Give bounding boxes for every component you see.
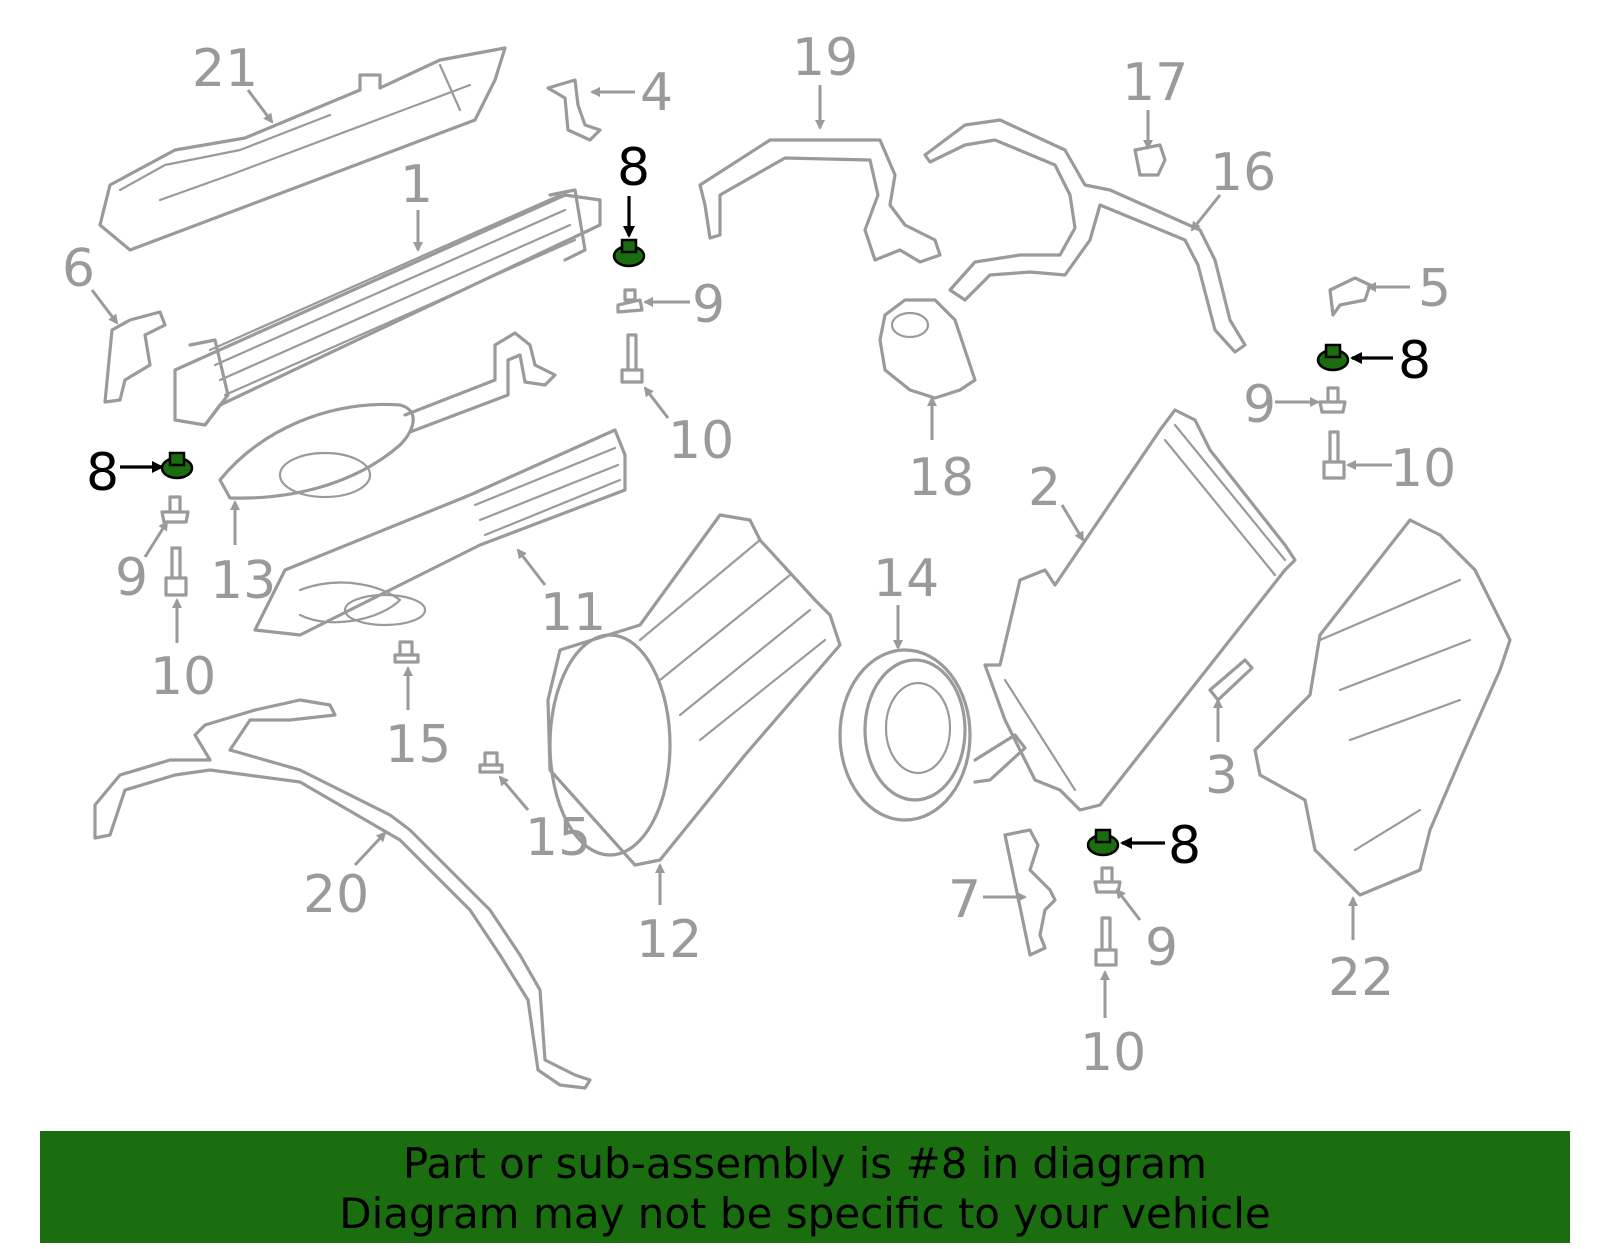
callout-8-right: 8 — [1398, 331, 1431, 391]
banner-line-2: Diagram may not be specific to your vehi… — [339, 1189, 1271, 1238]
part-11-lower-shroud — [253, 428, 627, 637]
callout-7: 7 — [948, 870, 981, 930]
callout-10-a: 10 — [668, 411, 734, 471]
part-17-clip — [1133, 143, 1167, 177]
callout-20: 20 — [303, 865, 369, 925]
part-7-bracket — [1003, 828, 1057, 957]
callout-8-bottom: 8 — [1168, 816, 1201, 876]
part-16-hose — [923, 118, 1247, 354]
callout-15-a: 15 — [385, 715, 451, 775]
callout-19: 19 — [792, 28, 858, 88]
part-22-side-shroud — [1253, 518, 1512, 897]
part-5-bracket — [1328, 276, 1372, 317]
part-8-nut-left[interactable] — [160, 451, 194, 480]
callout-11: 11 — [540, 583, 606, 643]
callout-9-a: 9 — [692, 275, 725, 335]
callout-2: 2 — [1028, 458, 1061, 518]
callout-22: 22 — [1328, 948, 1394, 1008]
info-banner: Part or sub-assembly is #8 in diagram Di… — [40, 1131, 1570, 1243]
callout-8-left: 8 — [86, 443, 119, 503]
callout-10-c: 10 — [1390, 439, 1456, 499]
part-8-nut-right[interactable] — [1316, 343, 1350, 372]
callout-4: 4 — [640, 63, 673, 123]
fastener-10-top — [620, 333, 644, 384]
part-20-pipe — [93, 698, 592, 1090]
callout-13: 13 — [210, 551, 276, 611]
part-4-bracket — [546, 78, 602, 142]
callout-18: 18 — [908, 448, 974, 508]
callout-17: 17 — [1122, 53, 1188, 113]
callout-3: 3 — [1205, 746, 1238, 806]
callout-9-c: 9 — [1243, 375, 1276, 435]
part-1-cooler — [173, 188, 602, 427]
callout-15-b: 15 — [525, 808, 591, 868]
part-8-nut-bottom[interactable] — [1086, 828, 1120, 857]
callout-8-top: 8 — [617, 138, 650, 198]
callout-6: 6 — [62, 239, 95, 299]
fastener-15-a — [393, 640, 420, 664]
fastener-10-left — [164, 546, 188, 597]
callout-21: 21 — [192, 39, 258, 99]
fastener-9-right — [1318, 386, 1347, 414]
fastener-10-bottom — [1094, 916, 1118, 967]
callout-5: 5 — [1418, 259, 1451, 319]
part-19-hose — [698, 138, 942, 264]
callout-12: 12 — [636, 910, 702, 970]
part-21-upper-shroud — [98, 46, 507, 252]
fastener-9-top — [616, 288, 644, 314]
part-18-pump — [878, 298, 977, 400]
callout-14: 14 — [873, 549, 939, 609]
part-12-fan-shroud — [546, 513, 842, 867]
callout-16: 16 — [1210, 143, 1276, 203]
callout-1: 1 — [400, 155, 433, 215]
part-3-seal — [1208, 658, 1254, 702]
callout-9-b: 9 — [115, 548, 148, 608]
fastener-10-right — [1322, 430, 1346, 480]
leader-lines — [90, 85, 1410, 1018]
banner-line-1: Part or sub-assembly is #8 in diagram — [402, 1139, 1208, 1188]
callout-numbers: 21 1 6 4 9 10 13 9 10 11 15 15 12 20 19 … — [62, 28, 1456, 1083]
part-6-bracket — [103, 310, 167, 404]
callout-9-d: 9 — [1145, 918, 1178, 978]
part-2-condenser — [983, 408, 1297, 812]
fastener-15-b — [478, 751, 504, 774]
part-14-fan — [838, 648, 1027, 822]
part-13-fan-assembly — [218, 331, 557, 500]
fastener-9-left — [160, 495, 190, 524]
part-8-nut-top[interactable] — [612, 238, 646, 268]
callout-10-b: 10 — [150, 647, 216, 707]
callout-10-d: 10 — [1080, 1023, 1146, 1083]
fastener-9-bottom — [1093, 866, 1122, 894]
